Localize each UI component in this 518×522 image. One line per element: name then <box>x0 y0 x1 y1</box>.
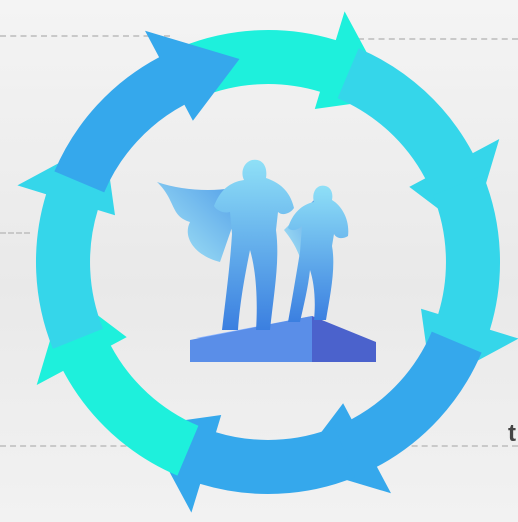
pedestal-side <box>312 316 376 362</box>
pedestal-front <box>190 316 312 362</box>
heroes-statue-icon <box>157 160 376 362</box>
male-hero-figure <box>214 160 294 330</box>
cycle-arrow-8 <box>54 31 239 193</box>
cut-off-label: t <box>508 420 516 448</box>
female-hero-figure <box>288 186 348 322</box>
